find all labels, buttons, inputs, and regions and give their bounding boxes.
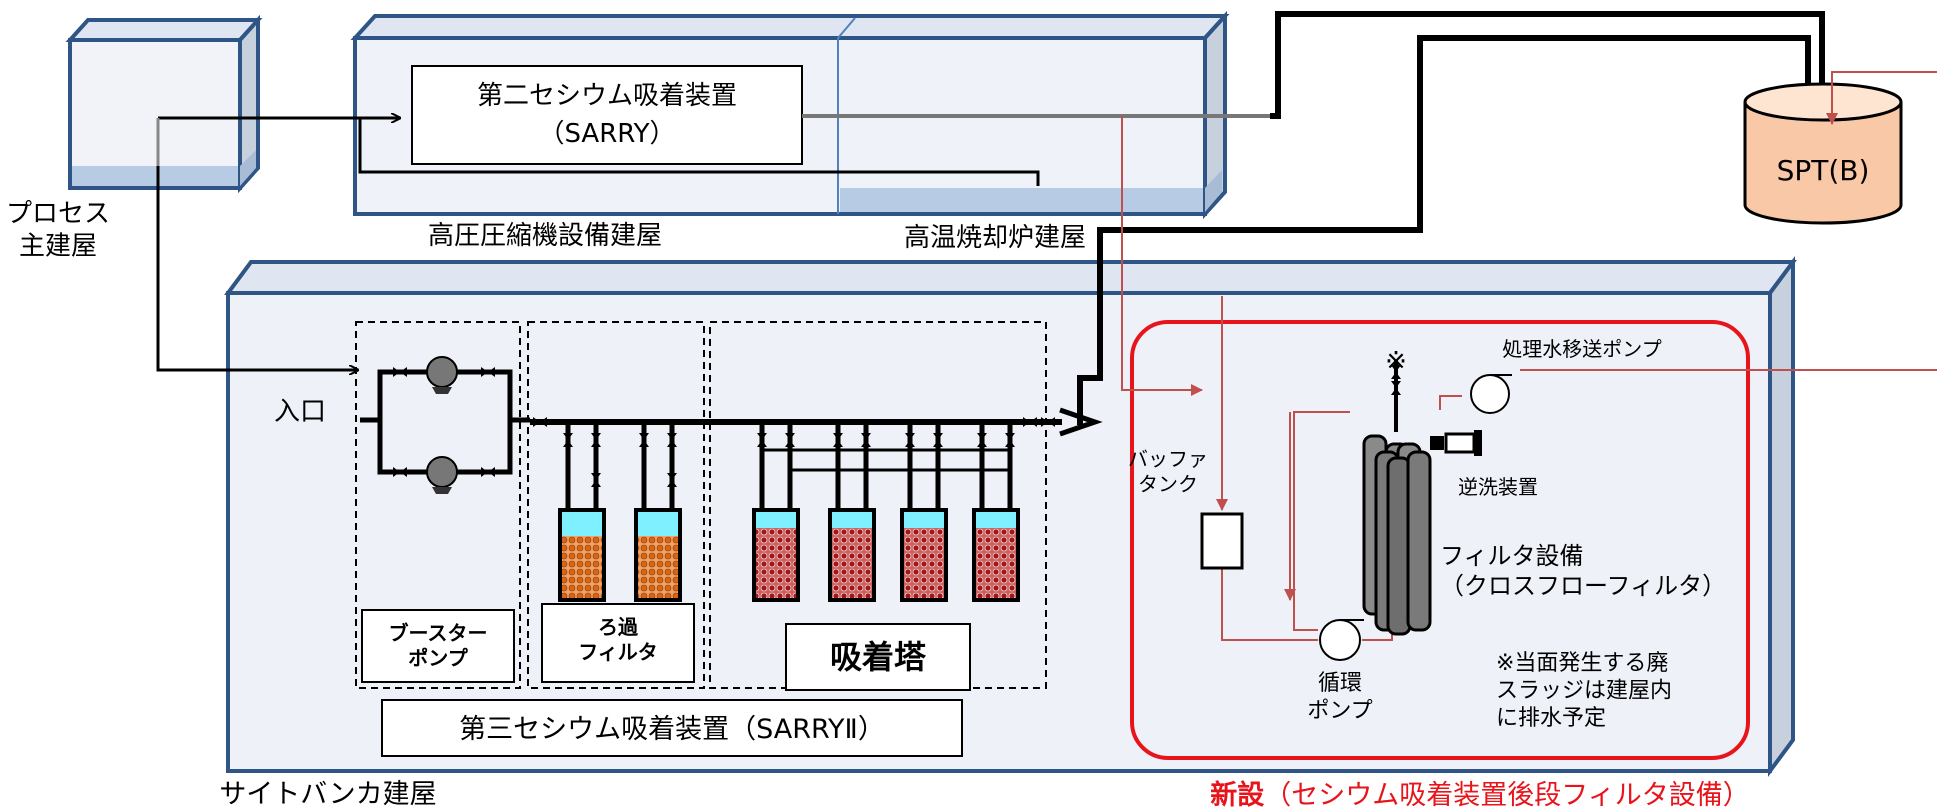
filter-vessel bbox=[634, 422, 682, 602]
buffer-tank bbox=[1200, 512, 1244, 570]
process-main-label: プロセス主建屋 bbox=[6, 199, 110, 262]
filter-group: ろ過フィルタ bbox=[527, 321, 705, 689]
text-line: ポンプ bbox=[1307, 699, 1372, 724]
text-line: 循環 bbox=[1318, 671, 1362, 696]
adsorption-tower-label: 吸着塔 bbox=[830, 638, 927, 676]
booster-pump-skid bbox=[360, 356, 530, 495]
filter-equipment-label: フィルタ設備（クロスフローフィルタ） bbox=[1440, 542, 1726, 600]
buffer-tank-label: バッファタンク bbox=[1128, 447, 1208, 496]
spt-tank: SPT(B) bbox=[1743, 82, 1903, 225]
crossflow-filter bbox=[1362, 360, 1432, 636]
filter-vessels bbox=[558, 422, 682, 602]
booster-pump-label: ブースターポンプ bbox=[389, 621, 488, 670]
adsorption-group: 吸着塔 bbox=[709, 321, 1047, 691]
high-pressure-building-label: 高圧圧縮機設備建屋 bbox=[428, 221, 662, 251]
process-main-building bbox=[65, 14, 263, 194]
new-facility-frame bbox=[1130, 320, 1750, 760]
inlet-label: 入口 bbox=[274, 397, 326, 427]
text-line: に排水予定 bbox=[1496, 706, 1606, 731]
adsorption-tower bbox=[972, 422, 1020, 602]
note-mark: ※ bbox=[1385, 347, 1407, 377]
sarry-subtitle: （SARRY） bbox=[538, 119, 675, 149]
sarry2-label: 第三セシウム吸着装置（SARRYⅡ） bbox=[459, 714, 885, 745]
site-bunker-label: サイトバンカ建屋 bbox=[219, 779, 436, 809]
circulation-pump-icon bbox=[1319, 619, 1364, 661]
new-facility-caption: 新設（セシウム吸着装置後段フィルタ設備） bbox=[1210, 779, 1749, 809]
new-facility-caption-bold: 新設 bbox=[1210, 779, 1265, 809]
adsorption-tower bbox=[752, 422, 800, 602]
backwash-label: 逆洗装置 bbox=[1458, 475, 1538, 499]
adsorption-tower bbox=[900, 422, 948, 602]
circulation-pump-label: 循環ポンプ bbox=[1307, 671, 1372, 724]
text-line: プロセス bbox=[6, 199, 110, 229]
backwash-device-icon bbox=[1430, 430, 1482, 456]
main-piping bbox=[156, 11, 1825, 437]
text-line: フィルタ bbox=[578, 640, 658, 664]
text-line: （クロスフローフィルタ） bbox=[1440, 572, 1726, 600]
filter-vessel bbox=[558, 422, 606, 602]
text-line: ※当面発生する廃 bbox=[1496, 651, 1668, 676]
text-line: タンク bbox=[1138, 472, 1198, 496]
sarry-title: 第二セシウム吸着装置 bbox=[477, 81, 737, 111]
text-line: スラッジは建屋内 bbox=[1496, 679, 1672, 704]
treated-water-pump-label: 処理水移送ポンプ bbox=[1502, 337, 1661, 361]
text-line: 主建屋 bbox=[19, 232, 97, 262]
spt-label: SPT(B) bbox=[1777, 154, 1870, 187]
sludge-note: ※当面発生する廃スラッジは建屋内に排水予定 bbox=[1496, 651, 1672, 731]
adsorption-towers bbox=[752, 422, 1020, 602]
booster-group: ブースターポンプ bbox=[355, 321, 521, 689]
sarry-box: 第二セシウム吸着装置 （SARRY） bbox=[411, 65, 803, 165]
filter-label: ろ過フィルタ bbox=[578, 615, 658, 664]
text-line: ブースター bbox=[389, 621, 488, 645]
new-facility-caption-rest: （セシウム吸着装置後段フィルタ設備） bbox=[1264, 780, 1749, 809]
sarry2-caption-box: 第三セシウム吸着装置（SARRYⅡ） bbox=[381, 699, 963, 757]
text-line: フィルタ設備 bbox=[1440, 542, 1584, 570]
text-line: ろ過 bbox=[598, 615, 639, 639]
adsorption-tower bbox=[828, 422, 876, 602]
text-line: ポンプ bbox=[408, 646, 468, 670]
incinerator-building-label: 高温焼却炉建屋 bbox=[904, 223, 1086, 253]
treated-water-pump-icon bbox=[1470, 374, 1512, 414]
red-flow-lines bbox=[1121, 71, 1937, 641]
text-line: バッファ bbox=[1128, 447, 1208, 471]
